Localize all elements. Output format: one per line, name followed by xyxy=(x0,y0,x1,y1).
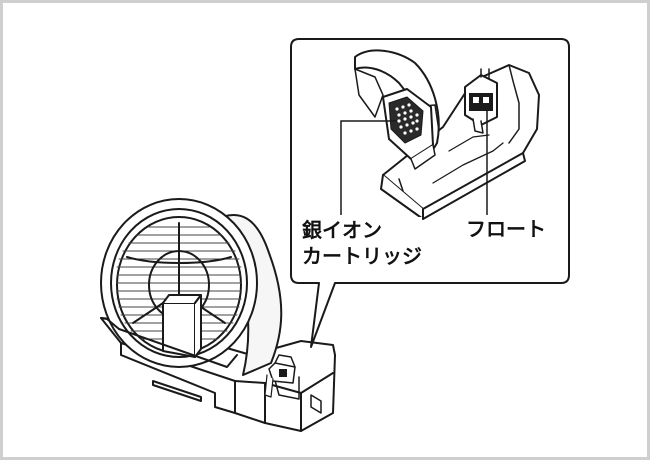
silver-ion-cartridge-label-line2: カートリッジ xyxy=(302,244,422,268)
illustration xyxy=(100,38,570,432)
silver-ion-cartridge-label-line1: 銀イオン xyxy=(302,218,382,242)
zoom-detail-illustration xyxy=(354,49,540,220)
tank-illustration xyxy=(100,198,336,432)
silver-ion-cartridge-label: 銀イオン カートリッジ xyxy=(302,217,422,269)
cartridge-leader-line xyxy=(340,120,397,215)
leader-lines xyxy=(340,100,488,215)
float-label: フロート xyxy=(464,216,548,242)
float-leader-line xyxy=(478,100,488,215)
